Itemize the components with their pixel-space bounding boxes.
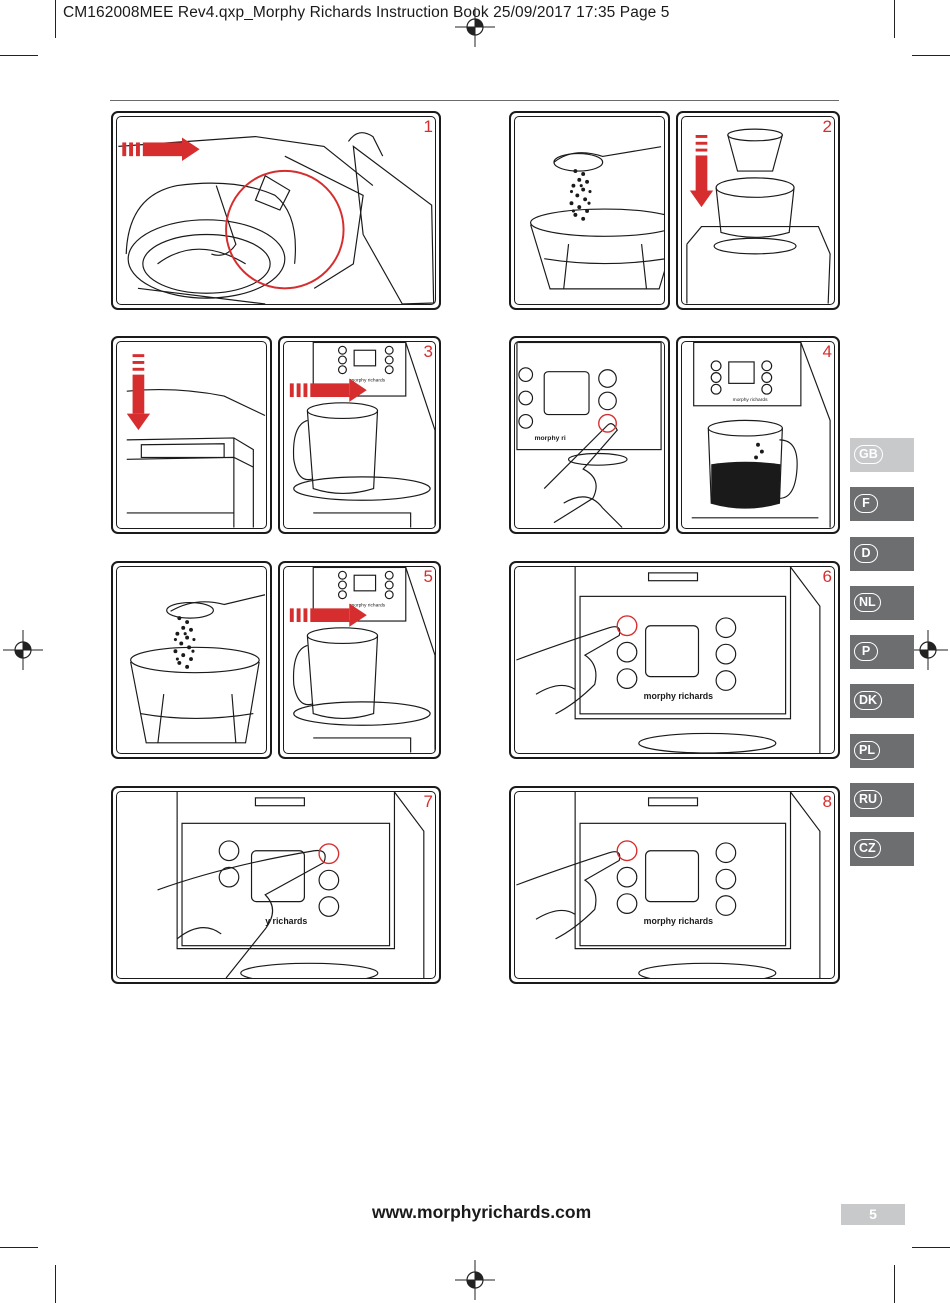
step-number: 5 — [423, 567, 433, 586]
step-3b-illustration: morphy richards — [283, 341, 436, 529]
step-2a-illustration — [514, 116, 665, 305]
crop-mark — [894, 1265, 895, 1303]
print-slug: CM162008MEE Rev4.qxp_Morphy Richards Ins… — [63, 4, 670, 21]
crop-mark — [912, 1247, 950, 1248]
step-8-illustration: morphy richards — [514, 791, 835, 979]
svg-text:morphy richards: morphy richards — [350, 377, 385, 383]
insert-jug-illustration: morphy richards — [289, 567, 435, 753]
language-code: CZ — [854, 839, 881, 859]
language-tabs: GB F D NL P DK PL RU CZ — [850, 438, 914, 882]
step-number: 4 — [822, 342, 832, 361]
crop-mark — [0, 55, 38, 56]
crop-mark — [912, 55, 950, 56]
language-code: DK — [854, 691, 883, 711]
up-button-illustration: y richards — [157, 792, 425, 978]
step-4-panel-a: morphy ri — [509, 336, 670, 534]
step-5-panel-a — [111, 561, 272, 759]
step-number: 3 — [423, 342, 433, 361]
step-3a-illustration — [116, 341, 267, 529]
step-2-panel-a — [509, 111, 670, 310]
brand-logo: morphy richards — [644, 916, 714, 926]
step-number: 1 — [423, 117, 433, 136]
language-tab-nl[interactable]: NL — [850, 585, 914, 620]
svg-text:y richards: y richards — [265, 916, 307, 926]
step-1-panel: 1 — [111, 111, 441, 310]
language-tab-pl[interactable]: PL — [850, 733, 914, 768]
language-code: F — [854, 494, 878, 514]
registration-mark-icon — [455, 7, 495, 47]
page-number: 5 — [841, 1204, 905, 1225]
language-tab-f[interactable]: F — [850, 487, 914, 522]
language-code: NL — [854, 592, 881, 612]
adding-coffee-illustration — [530, 146, 664, 290]
step-number: 7 — [423, 792, 433, 811]
step-7-panel: y richards 7 — [111, 786, 441, 984]
language-tab-ru[interactable]: RU — [850, 783, 914, 818]
step-3-panel-a — [111, 336, 272, 534]
coffee-grounds — [173, 616, 196, 669]
registration-mark-icon — [908, 630, 948, 670]
crop-mark — [55, 1265, 56, 1303]
step-number: 8 — [822, 792, 832, 811]
step-2b-illustration — [681, 116, 835, 305]
step-5-panel-b: morphy richards 5 — [278, 561, 441, 759]
adding-coffee-illustration — [130, 594, 266, 744]
step-5a-illustration — [116, 566, 267, 754]
website-link[interactable]: www.morphyrichards.com — [372, 1202, 592, 1222]
header-rule — [110, 100, 839, 101]
crop-mark — [0, 1247, 38, 1248]
language-tab-p[interactable]: P — [850, 635, 914, 670]
language-tab-gb[interactable]: GB — [850, 438, 914, 472]
step-2-panel-b: 2 — [676, 111, 840, 310]
press-power-illustration: morphy ri — [516, 342, 662, 528]
close-lid-illustration — [126, 354, 266, 528]
svg-text:morphy ri: morphy ri — [534, 435, 565, 442]
step-5b-illustration: morphy richards — [283, 566, 436, 754]
step-7-illustration: y richards — [116, 791, 436, 979]
step-3-panel-b: morphy richards 3 — [278, 336, 441, 534]
crop-mark — [55, 0, 56, 38]
svg-text:morphy richards: morphy richards — [733, 397, 768, 403]
crop-mark — [894, 0, 895, 38]
step-6-panel: morphy richards 6 — [509, 561, 840, 759]
language-code: PL — [854, 740, 880, 760]
insert-jug-illustration: morphy richards — [289, 342, 435, 528]
language-tab-cz[interactable]: CZ — [850, 832, 914, 867]
step-6-illustration: morphy richards — [514, 566, 835, 754]
brand-logo: morphy richards — [644, 691, 714, 701]
language-code: RU — [854, 790, 883, 810]
brewing-illustration: morphy richards — [691, 342, 831, 528]
filter-holder-illustration — [118, 132, 435, 304]
language-code: P — [854, 642, 878, 662]
step-4b-illustration: morphy richards — [681, 341, 835, 529]
language-code: GB — [854, 445, 883, 464]
step-number: 2 — [822, 117, 832, 136]
clock-button-illustration: morphy richards — [516, 567, 821, 753]
language-tab-dk[interactable]: DK — [850, 684, 914, 719]
step-8-panel: morphy richards 8 — [509, 786, 840, 984]
language-code: D — [854, 543, 878, 563]
registration-mark-icon — [455, 1260, 495, 1300]
registration-mark-icon — [3, 630, 43, 670]
step-1-illustration — [116, 116, 436, 305]
coffee-grounds — [569, 169, 592, 221]
step-4-panel-b: morphy richards 4 — [676, 336, 840, 534]
step-4a-illustration: morphy ri — [514, 341, 665, 529]
language-tab-d[interactable]: D — [850, 536, 914, 571]
insert-filter-illustration — [686, 128, 831, 304]
step-number: 6 — [822, 567, 832, 586]
svg-text:morphy richards: morphy richards — [350, 602, 385, 608]
clock-button-illustration: morphy richards — [516, 792, 821, 978]
